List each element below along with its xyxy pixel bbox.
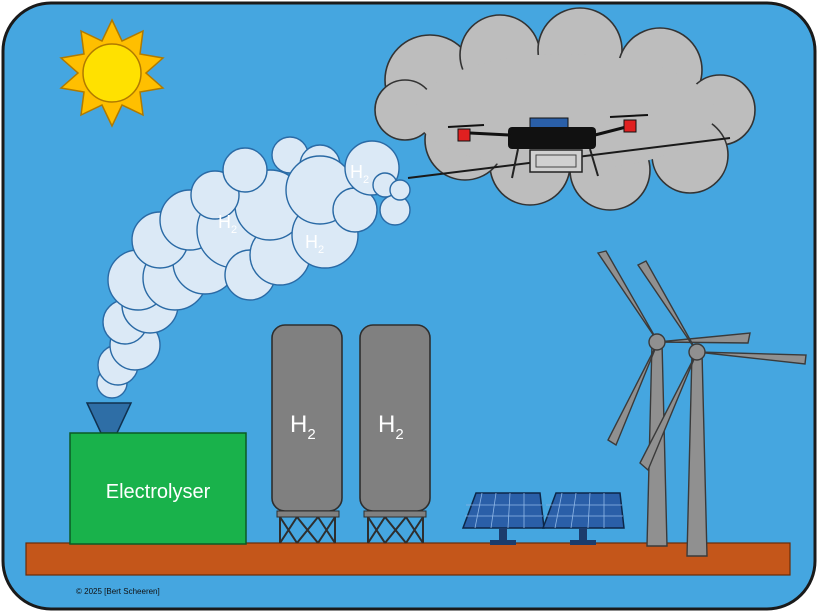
sun-icon [59, 18, 165, 128]
hydrogen-steam-plume [96, 136, 411, 399]
solar-panel-icon [461, 492, 545, 545]
electrolyser-label: Electrolyser [106, 481, 211, 503]
ground-strip [25, 542, 791, 576]
tank-h2-label: H2 [378, 411, 404, 443]
steam-h2-label: H2 [218, 212, 237, 236]
steam-h2-label: H2 [350, 162, 369, 186]
drone-icon [407, 114, 731, 179]
tank-h2-label: H2 [290, 411, 316, 443]
hydrogen-tank: H2 [359, 324, 431, 544]
steam-h2-label: H2 [305, 232, 324, 256]
solar-panel-icon [541, 492, 625, 545]
wind-turbine-icon [596, 250, 751, 547]
hydrogen-tank: H2 [271, 324, 343, 544]
electrolyser-unit: Electrolyser [69, 402, 247, 545]
wind-turbine-icon [636, 260, 807, 557]
copyright-notice: © 2025 [Bert Scheeren] [76, 587, 160, 596]
